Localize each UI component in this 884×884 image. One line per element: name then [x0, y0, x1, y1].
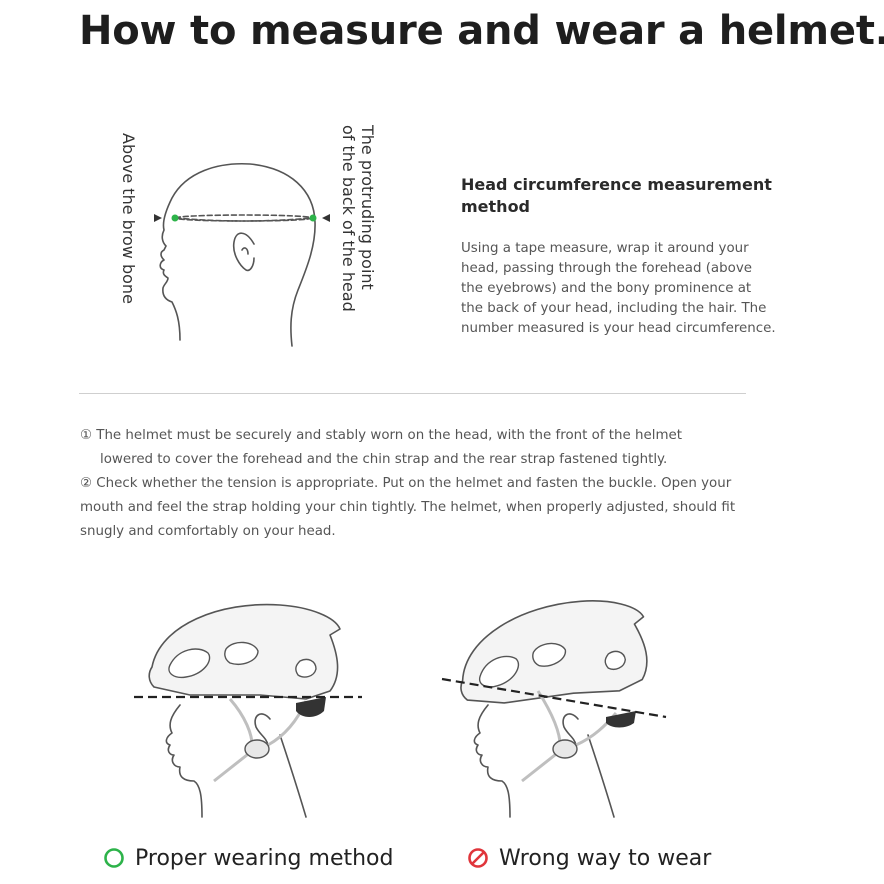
circle-outline-icon [104, 848, 124, 868]
chin-strap [213, 698, 254, 783]
ear-outline [254, 713, 271, 746]
strap-buckle [244, 739, 270, 759]
label-brow-bone: Above the brow bone [119, 133, 138, 304]
head-profile [473, 704, 511, 818]
caption-wrong-text: Wrong way to wear [499, 845, 712, 871]
helmet-vent-3 [604, 650, 627, 670]
strap-buckle [552, 739, 578, 759]
rear-adjuster [296, 697, 326, 717]
rear-adjuster [606, 711, 636, 728]
back-marker [309, 214, 317, 222]
ear-outline [562, 713, 579, 746]
tilt-line [441, 677, 667, 719]
neck-back [279, 734, 307, 818]
helmet-vent-2 [224, 641, 259, 665]
head-measurement-diagram [154, 162, 330, 347]
caption-proper: Proper wearing method [103, 842, 393, 874]
method-title: Head circumference measurement method [461, 175, 772, 216]
proper-helmet-illustration [134, 603, 362, 818]
instruction-item-1: ① The helmet must be securely and stably… [80, 424, 760, 472]
brow-marker [171, 214, 179, 222]
label-back-line-2: of the back of the head [339, 125, 358, 312]
prohibited-icon [468, 848, 488, 868]
section-divider [79, 393, 746, 394]
helmet-vent-1 [168, 648, 211, 679]
page-title: How to measure and wear a helmet. [79, 8, 884, 54]
wearing-instructions: ① The helmet must be securely and stably… [80, 424, 760, 544]
instruction-item-1-line-1: ① The helmet must be securely and stably… [80, 428, 683, 443]
method-description: Using a tape measure, wrap it around you… [461, 241, 776, 336]
head-profile [165, 704, 203, 818]
label-back-line-1: The protruding point [358, 125, 377, 290]
back-arrow-icon [322, 214, 330, 222]
caption-wrong: Wrong way to wear [467, 842, 711, 874]
wrong-helmet-illustration [441, 600, 667, 818]
head-outline [159, 162, 316, 347]
measuring-tape-front [175, 217, 313, 222]
instruction-item-1-line-2: lowered to cover the forehead and the ch… [100, 452, 668, 467]
neck-back [587, 734, 615, 818]
chin-strap [521, 690, 562, 783]
caption-proper-text: Proper wearing method [135, 845, 394, 871]
helmet-vent-2 [532, 642, 567, 667]
helmet-vent-1 [478, 655, 520, 688]
instruction-item-2: ② Check whether the tension is appropria… [80, 476, 736, 539]
ear-outline [232, 232, 255, 272]
brow-arrow-icon [154, 214, 162, 222]
label-back-of-head: The protruding point of the back of the … [339, 125, 377, 312]
ear-inner [241, 247, 249, 255]
helmet-vent-3 [295, 658, 317, 678]
